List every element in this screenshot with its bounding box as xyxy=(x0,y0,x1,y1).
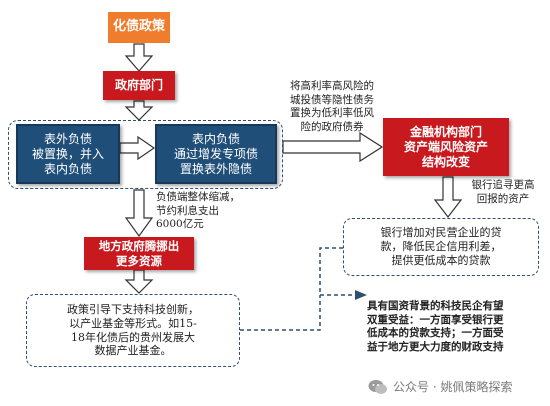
node-policy-guidance: 政策引导下支持科技创新， 以产业基金等形式。如15- 18年化债后的贵州发展大 … xyxy=(26,294,240,367)
node-government-text: 政府部门 xyxy=(114,78,163,92)
wechat-icon xyxy=(368,379,387,394)
arrow-local-to-policy xyxy=(124,269,154,294)
label-bank-pursuit: 银行追寻更高 回报的资产 xyxy=(471,179,535,205)
node-debt-policy-text: 化债政策 xyxy=(112,19,165,35)
arrow-finance-to-bank xyxy=(433,176,463,218)
node-bank-lending: 银行增加对民营企业的贷 款，降低民企信用利差， 提供更低成本的贷款 xyxy=(343,218,539,276)
node-financial-institutions: 金融机构部门 资产端风险资产 结构改变 xyxy=(383,118,509,176)
arrow-offsheet-to-onsheet xyxy=(119,135,156,161)
label-interest-saving: 负债端整体缩减， 节约利息支出 6000亿元 xyxy=(156,191,240,231)
balance-sheet-group xyxy=(8,120,283,189)
node-policy-text: 政策引导下支持科技创新， 以产业基金等形式。如15- 18年化债后的贵州发展大 … xyxy=(67,303,199,358)
arrow-group-to-finance xyxy=(282,131,384,163)
connector-policy-to-conclusion xyxy=(240,295,321,331)
arrow-top-to-gov xyxy=(124,43,154,72)
watermark-text: 公众号 · 姚佩策略探索 xyxy=(393,380,513,394)
label-debt-swap: 将高利率高风险的 城投债等隐性债务 置换为低利率低风 险的政府债券 xyxy=(290,80,374,133)
node-government: 政府部门 xyxy=(103,71,175,100)
node-offsheet-debt: 表外负债 被置换，并入 表内负债 xyxy=(16,124,120,184)
node-finance-text: 金融机构部门 资产端风险资产 结构改变 xyxy=(403,124,488,169)
arrow-gov-to-group xyxy=(124,100,154,121)
node-debt-policy: 化债政策 xyxy=(108,12,170,43)
node-onsheet-debt: 表内负债 通过增发专项债 置换表外隐债 xyxy=(155,124,277,184)
arrow-group-to-local xyxy=(124,189,154,238)
node-bank-text: 银行增加对民营企业的贷 款，降低民企信用利差， 提供更低成本的贷款 xyxy=(380,226,502,267)
conclusion-text: 具有国资背景的科技民企有望 双重受益：一方面享受银行更 低成本的贷款支持；一方面… xyxy=(367,300,504,353)
node-onsheet-text: 表内负债 通过增发专项债 置换表外隐债 xyxy=(173,131,258,176)
connector-arrowhead xyxy=(355,290,367,300)
node-offsheet-text: 表外负债 被置换，并入 表内负债 xyxy=(31,131,104,176)
node-local-government: 地方政府腾挪出 更多资源 xyxy=(84,237,194,270)
node-local-text: 地方政府腾挪出 更多资源 xyxy=(98,239,180,268)
watermark: 公众号 · 姚佩策略探索 xyxy=(368,378,512,395)
connector-bank-to-conclusion xyxy=(319,247,355,296)
